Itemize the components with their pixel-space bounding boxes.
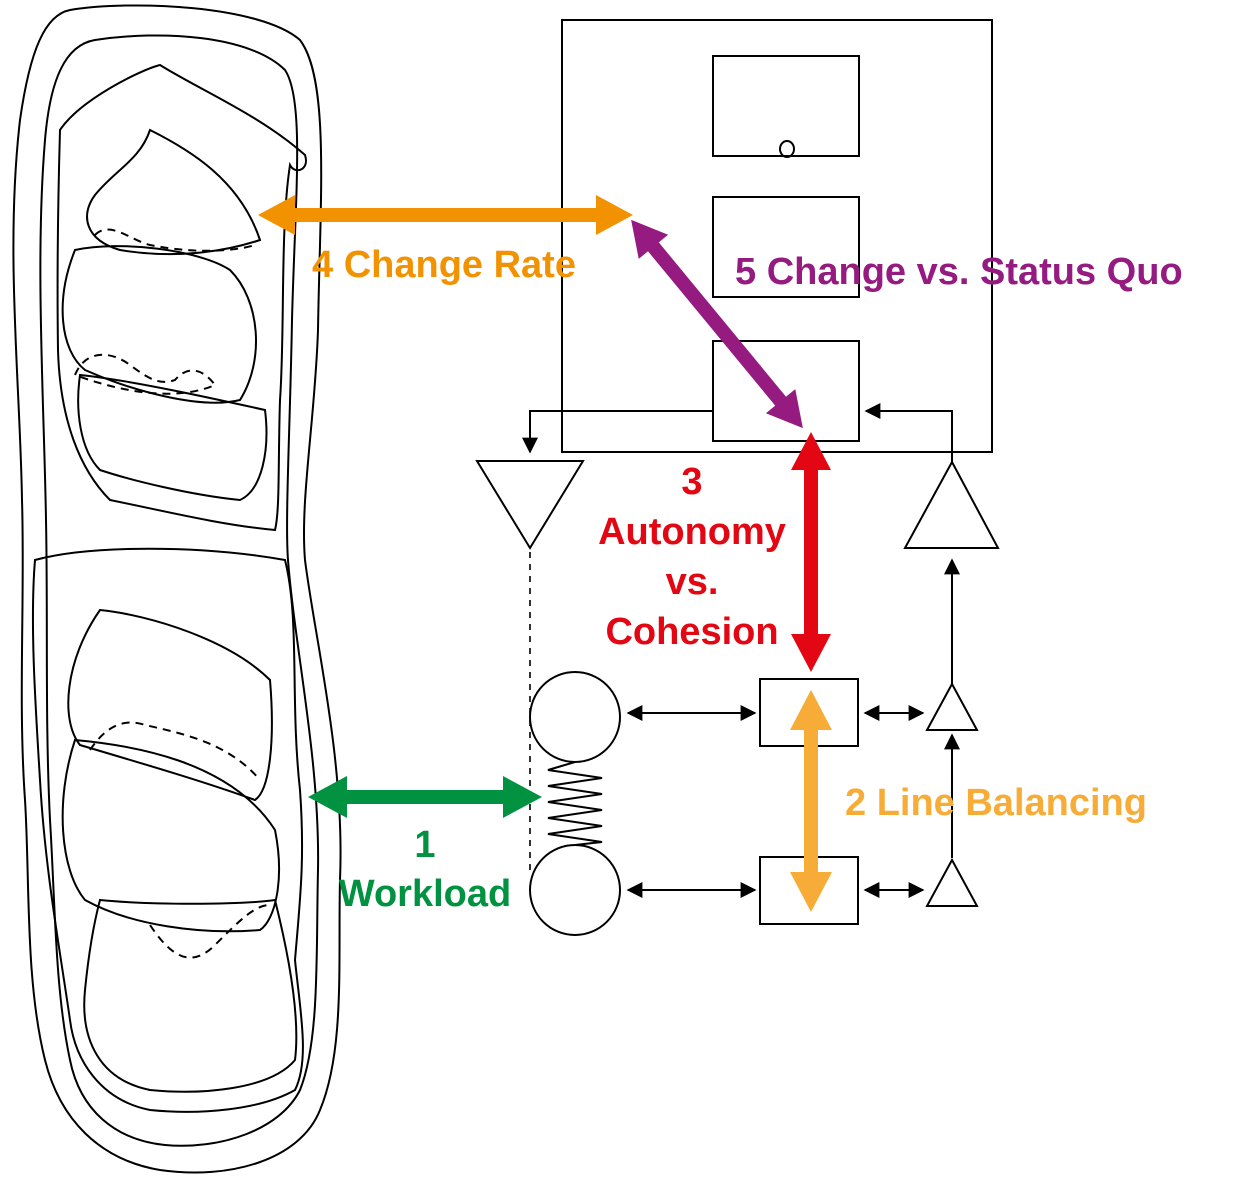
label-change-rate: 4 Change Rate [312,244,576,286]
inner-box-middle [712,196,860,298]
upper-lobe-lower-shape [77,373,268,502]
change-status-quo-arrow [631,219,803,429]
label-autonomy-word: Autonomy [598,511,786,553]
lower-lobe-top-shape [67,608,273,802]
label-workload-number: 1 [414,824,435,866]
lower-lobe [31,547,304,1113]
input-triangle [903,459,1000,549]
label-autonomy-vs: vs. [666,561,719,603]
small-triangle-upper [925,681,979,731]
output-line [522,410,713,454]
upper-lobe [56,63,307,532]
small-triangle-lower [925,857,979,907]
lower-dashed-curve-1 [89,721,261,781]
upper-lobe-top-shape [86,128,262,256]
label-workload-word: Workload [339,873,511,915]
spring [547,761,603,846]
control-schematic [475,19,1000,936]
input-line [864,403,953,462]
autonomy-cohesion-arrow [791,432,831,672]
inner-box-top-dot [779,140,795,158]
inner-box-bottom [712,340,860,442]
circle-lower [529,844,621,936]
workload-arrow [308,776,542,818]
management-box [561,19,993,453]
system-outline-figure [12,4,342,1174]
upper-lobe-mid-shape [61,245,257,404]
lower-lobe-mid-shape [61,738,281,933]
upper-dashed-curve-2 [73,353,217,395]
output-triangle [475,460,585,550]
label-line-balancing: 2 Line Balancing [845,782,1147,824]
inner-contour [39,34,320,1147]
circle-upper [529,671,621,763]
label-cohesion-word: Cohesion [605,611,778,653]
upper-dashed-curve-1 [94,228,256,252]
change-rate-arrow [258,195,633,235]
line-balancing-arrow [790,690,832,912]
lower-lobe-bottom-shape [83,898,298,1093]
label-autonomy-number: 3 [681,461,702,503]
outer-contour [12,4,342,1174]
label-change-status-quo: 5 Change vs. Status Quo [735,251,1183,293]
